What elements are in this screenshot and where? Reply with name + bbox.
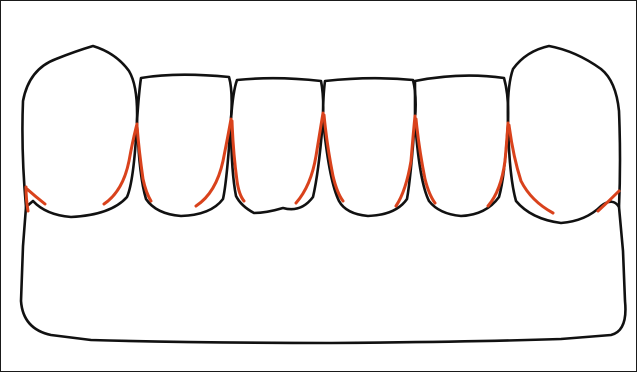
tooth-6-outline [508, 46, 620, 223]
tooth-2-outline [137, 75, 232, 216]
highlight-line [196, 119, 231, 206]
highlight-line [396, 116, 415, 206]
highlight-line [488, 123, 508, 206]
gum-base-outline [21, 207, 625, 343]
tooth-3-outline [231, 78, 323, 213]
highlight-line [104, 124, 137, 204]
highlight-line [27, 189, 45, 204]
tooth-1-outline [22, 46, 137, 217]
highlight-line [598, 191, 619, 211]
